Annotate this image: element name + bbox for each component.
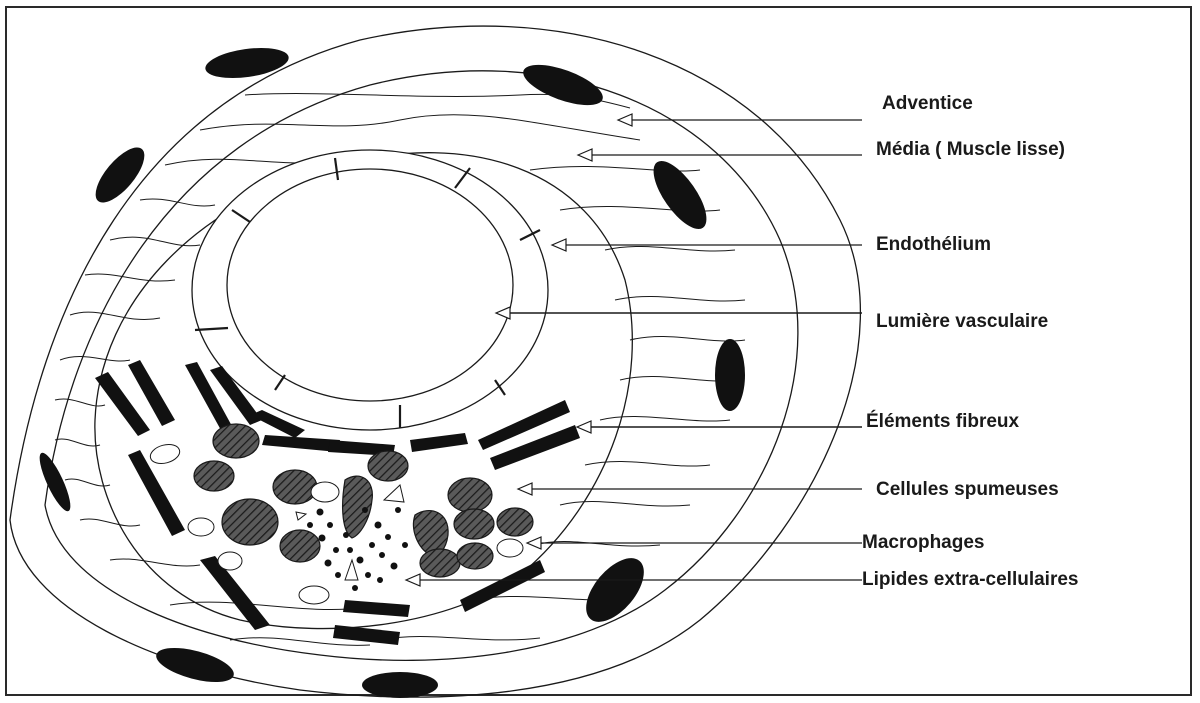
label-media: Média ( Muscle lisse) [876, 139, 1065, 161]
label-macrophages: Macrophages [862, 532, 984, 554]
label-endothelium: Endothélium [876, 234, 991, 256]
label-lumiere-vasculaire: Lumière vasculaire [876, 311, 1048, 333]
label-lipides-extra-cellulaires: Lipides extra-cellulaires [862, 569, 1079, 591]
label-elements-fibreux: Éléments fibreux [866, 411, 1019, 433]
lumen [227, 169, 513, 401]
label-adventice: Adventice [882, 93, 973, 115]
label-cellules-spumeuses: Cellules spumeuses [876, 479, 1059, 501]
